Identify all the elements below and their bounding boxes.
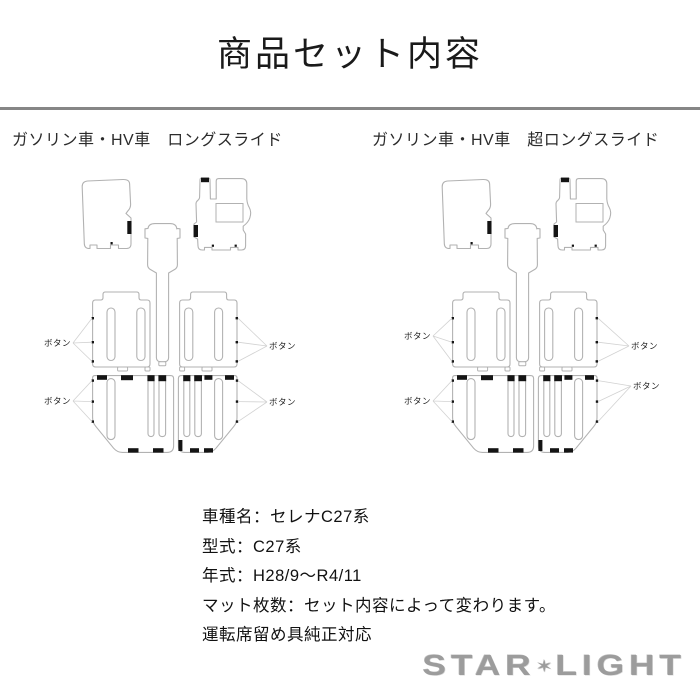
vehicle-spec-block: 車種名：セレナC27系 型式：C27系 年式：H28/9～R4/11 マット枚数… <box>202 503 682 651</box>
mat-set-diagram-super-long-slide: ボタン ボタン ボタン ボタン <box>404 177 660 454</box>
button-label: ボタン <box>44 396 71 406</box>
button-label: ボタン <box>269 341 296 351</box>
button-label: ボタン <box>633 381 660 391</box>
spec-line-model-name: 車種名：セレナC27系 <box>202 508 370 526</box>
brand-logo-light-text: LIGHT <box>555 650 686 682</box>
brand-logo-star-text: STAR <box>422 650 536 682</box>
star-icon: ✶ <box>535 657 556 676</box>
button-callout-low-left: ボタン <box>44 380 93 422</box>
mat-set-diagram-long-slide: ボタン ボタン ボタン ボタン <box>44 177 296 454</box>
panel-header-super-long-slide: ガソリン車・HV車 超ロングスライド <box>372 132 660 149</box>
button-label: ボタン <box>44 338 71 348</box>
button-label: ボタン <box>404 396 431 406</box>
button-callout-low-right: ボタン <box>597 380 660 422</box>
page-title: 商品セット内容 <box>216 35 483 74</box>
button-label: ボタン <box>631 341 658 351</box>
spec-line-mat-count: マット枚数：セット内容によって変わります。 <box>202 596 557 615</box>
button-label: ボタン <box>269 397 296 407</box>
button-callout-low-left: ボタン <box>404 380 453 422</box>
button-callout-low-right: ボタン <box>237 380 296 422</box>
button-callout-mid-right: ボタン <box>597 317 658 362</box>
button-label: ボタン <box>404 331 431 341</box>
button-callout-mid-left: ボタン <box>404 317 453 362</box>
panel-header-long-slide: ガソリン車・HV車 ロングスライド <box>12 132 283 149</box>
spec-line-fastener-note: 運転席留め具純正対応 <box>202 626 372 645</box>
button-callout-mid-right: ボタン <box>237 317 296 362</box>
button-callout-mid-left: ボタン <box>44 317 93 362</box>
spec-line-model-code: 型式：C27系 <box>202 537 302 556</box>
brand-logo: STAR✶LIGHT <box>422 650 686 683</box>
spec-line-model-year: 年式：H28/9～R4/11 <box>202 567 362 586</box>
title-divider <box>0 107 700 110</box>
